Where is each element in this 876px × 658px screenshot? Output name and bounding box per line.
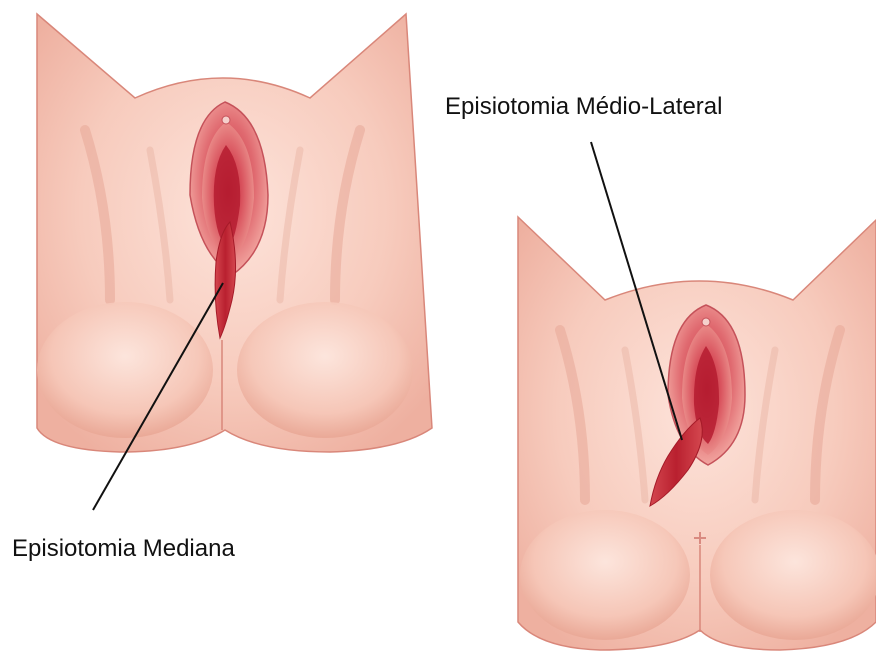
mediolateral-episiotomy-label: Episiotomia Médio-Lateral [445, 95, 722, 119]
median-episiotomy-label: Episiotomia Mediana [12, 537, 235, 561]
mediolateral-episiotomy-figure [518, 142, 876, 650]
median-episiotomy-figure [37, 14, 432, 510]
